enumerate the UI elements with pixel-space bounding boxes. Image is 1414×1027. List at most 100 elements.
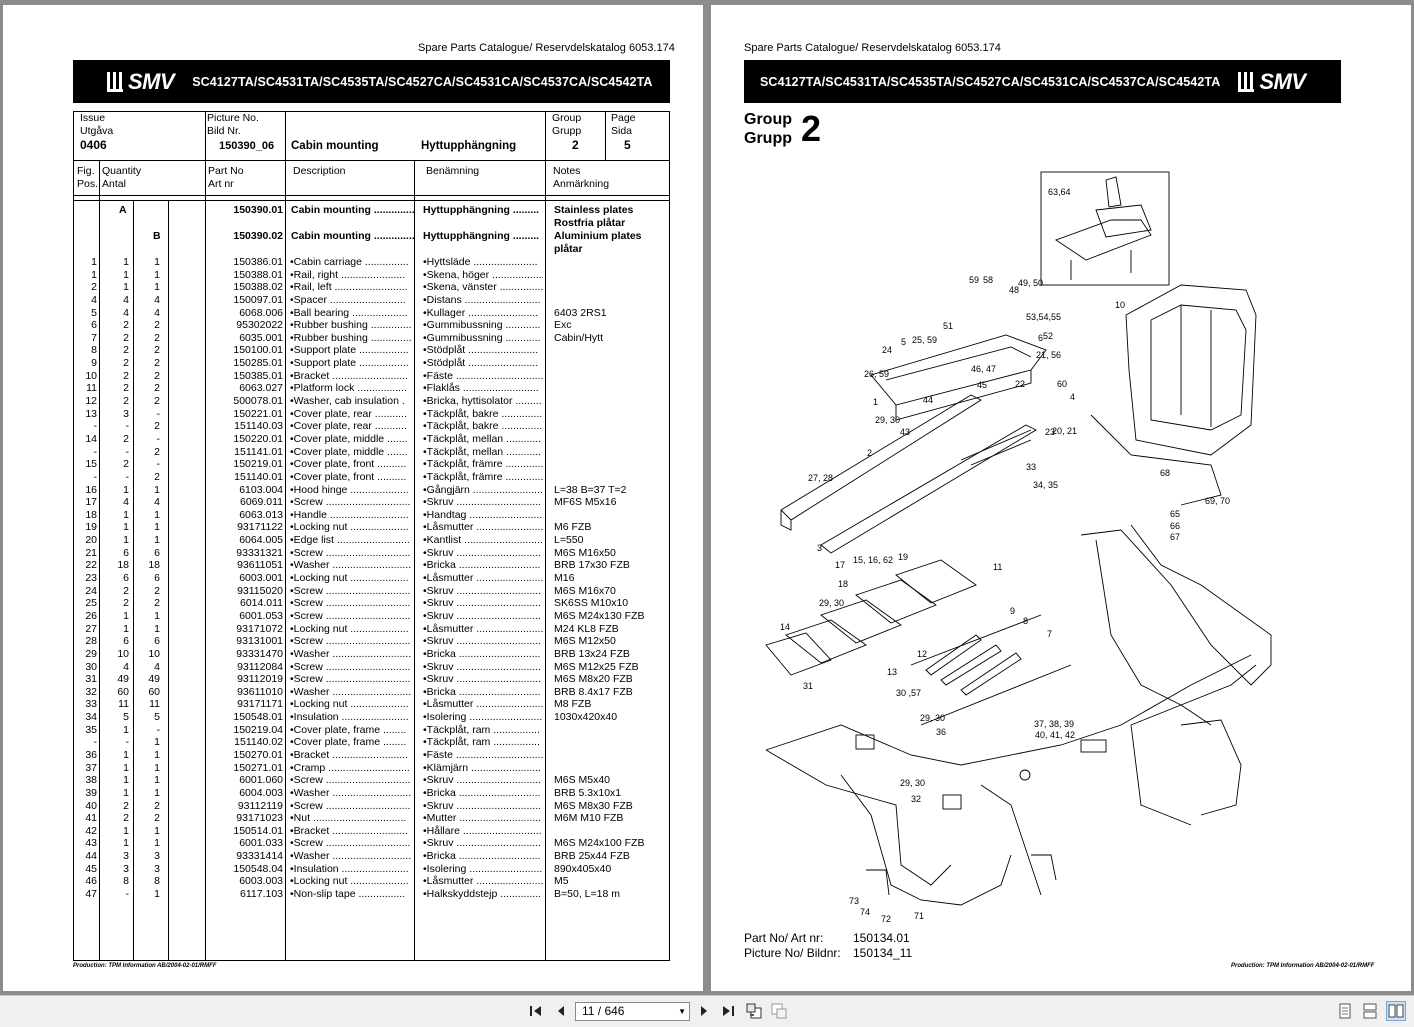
cell-part-no: 6001.053 [239, 609, 283, 622]
model-list: SC4127TA/SC4531TA/SC4535TA/SC4527CA/SC45… [192, 74, 653, 89]
callout-label: 34, 35 [1033, 480, 1058, 490]
cell-qty-a: 2 [123, 319, 129, 332]
cell-fig-pos: 23 [85, 572, 97, 585]
cell-description: •Screw ............................. [290, 597, 411, 610]
smv-logo-mark-right [1238, 71, 1255, 92]
issue-label-en: Issue [80, 112, 106, 124]
cell-notes: MF6S M5x16 [554, 496, 617, 509]
cell-fig-pos: 7 [91, 331, 97, 344]
variant-a-note-sv: Rostfria plåtar [554, 216, 626, 229]
cell-notes: M6S M5x40 [554, 774, 611, 787]
cell-qty-a: 2 [123, 331, 129, 344]
cell-fig-pos: 16 [85, 483, 97, 496]
group-value: 2 [572, 138, 579, 152]
cell-notes: BRB 13x24 FZB [554, 647, 630, 660]
callout-label: 2 [867, 448, 872, 458]
picture-no-label: Picture No/ Bildnr: [744, 946, 841, 960]
cell-qty-a: 2 [123, 382, 129, 395]
cell-qty-a: 6 [123, 546, 129, 559]
cell-notes: BRB 25x44 FZB [554, 850, 630, 863]
variant-b-desc: Cabin mounting .............. [291, 230, 415, 242]
callout-label: 4 [1070, 392, 1075, 402]
callout-label: 74 [860, 907, 870, 917]
cell-fig-pos: 21 [85, 546, 97, 559]
cell-part-no: 150271.01 [233, 761, 283, 774]
callout-label: 36 [936, 727, 946, 737]
two-page-view-icon[interactable] [1386, 1001, 1406, 1021]
cell-part-no: 150270.01 [233, 748, 283, 761]
first-page-icon[interactable] [528, 1003, 544, 1019]
cell-notes: M6S M8x30 FZB [554, 799, 633, 812]
cell-qty-b: 1 [154, 483, 160, 496]
cell-benamning: •Skruv ............................. [423, 774, 542, 787]
cell-part-no: 150548.04 [233, 862, 283, 875]
col-qty-en: Quantity [102, 165, 142, 177]
cell-qty-a: 11 [118, 698, 129, 711]
cell-description: •Cabin carriage ............... [290, 256, 409, 268]
cell-fig-pos: 9 [91, 357, 97, 370]
picture-label: Picture No.Bild Nr. [207, 112, 259, 137]
callout-label: 51 [943, 321, 953, 331]
cell-part-no: 93331321 [236, 546, 283, 559]
cell-notes: M6M M10 FZB [554, 812, 624, 825]
cell-qty-a: 1 [123, 786, 129, 799]
cell-description: •Spacer .......................... [290, 293, 406, 306]
continuous-view-icon[interactable] [1362, 1003, 1378, 1019]
last-page-icon[interactable] [720, 1003, 736, 1019]
group-heading-en: Group [744, 111, 792, 128]
callout-label: 25, 59 [912, 335, 937, 345]
callout-label: 6 [1038, 333, 1043, 343]
cell-description: •Screw ............................. [290, 609, 411, 622]
callout-label: 48 [1009, 285, 1019, 295]
cell-benamning: •Skruv ............................. [423, 673, 542, 686]
cell-benamning: •Låsmutter ....................... [423, 698, 543, 711]
cell-benamning: •Flaklås .......................... [423, 382, 539, 395]
cell-qty-a: 2 [123, 395, 129, 408]
single-page-view-icon[interactable] [1337, 1003, 1353, 1019]
cell-qty-b: 2 [154, 799, 160, 812]
callout-label: 43 [900, 427, 910, 437]
cell-fig-pos: - [93, 420, 98, 433]
cell-notes: M6S M24x130 FZB [554, 609, 645, 622]
cell-qty-b: - [156, 458, 161, 471]
title-sv: Hyttupphängning [421, 140, 517, 152]
cell-part-no: 150220.01 [233, 432, 283, 445]
cell-qty-b: 1 [154, 268, 160, 281]
cell-fig-pos: 17 [85, 496, 97, 509]
cell-description: •Cover plate, rear ........... [290, 407, 407, 420]
cell-benamning: •Täckplåt, ram ................ [423, 736, 540, 749]
cell-benamning: •Täckplåt, främre ............. [423, 470, 543, 483]
go-forward-view-icon[interactable] [771, 1003, 787, 1019]
cell-description: •Cover plate, middle ....... [290, 432, 408, 445]
col-notes-sv: Anmärkning [553, 177, 610, 190]
next-page-icon[interactable] [696, 1003, 712, 1019]
cell-fig-pos: 43 [85, 837, 97, 850]
callout-label: 65 [1170, 509, 1180, 519]
cell-description: •Insulation ....................... [290, 862, 409, 875]
cell-part-no: 500078.01 [233, 395, 283, 408]
cell-notes: 890x405x40 [554, 862, 612, 875]
previous-page-icon[interactable] [553, 1003, 569, 1019]
cell-part-no: 6001.060 [239, 774, 283, 787]
callout-label: 53,54,55 [1026, 312, 1061, 322]
callout-label: 27, 28 [808, 473, 833, 483]
document-viewer[interactable]: Spare Parts Catalogue/ Reservdelskatalog… [0, 0, 1414, 995]
page-number-select[interactable]: 11 / 646 ▼ [575, 1002, 690, 1021]
callout-label: 32 [911, 794, 921, 804]
smv-logo: SMV [107, 69, 175, 95]
go-back-view-icon[interactable] [746, 1003, 762, 1019]
callout-label: 63,64 [1048, 187, 1071, 197]
cell-fig-pos: 28 [85, 635, 97, 648]
